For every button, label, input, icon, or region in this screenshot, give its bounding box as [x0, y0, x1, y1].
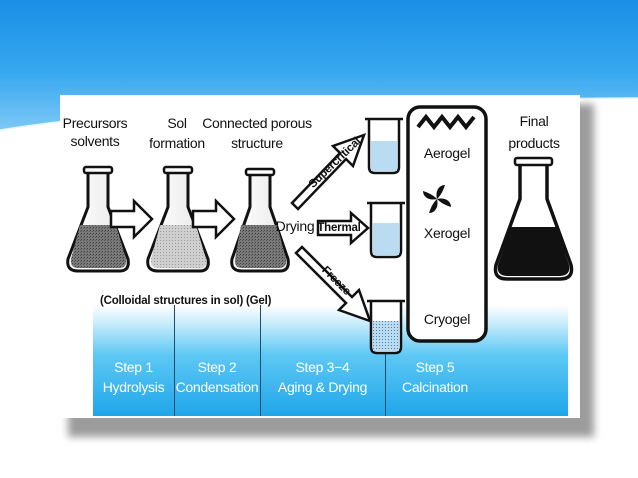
- flask-icon: [230, 167, 290, 273]
- arrow-icon: [109, 197, 154, 241]
- label-drying: Drying: [275, 218, 315, 234]
- step-title: Step 1: [114, 359, 153, 375]
- label-solvents: solvents: [70, 133, 120, 149]
- beaker-icon: [367, 201, 405, 259]
- step-name: Calcination: [402, 379, 468, 395]
- label-thermal: Thermal: [317, 222, 361, 234]
- calcination-furnace: [406, 105, 488, 343]
- thermal-arrow-icon: [316, 210, 370, 246]
- arrow-icon: [191, 197, 236, 241]
- label-colloidal: (Colloidal structures in sol): [100, 295, 244, 307]
- label-cryogel: Cryogel: [423, 311, 471, 327]
- step-2: Step 2 Condensation: [174, 357, 260, 397]
- step-divider: [260, 305, 261, 416]
- label-formation: formation: [149, 135, 205, 151]
- beaker-icon: [367, 299, 405, 355]
- step-divider: [174, 305, 175, 416]
- label-structure: structure: [231, 135, 283, 151]
- step-name: Condensation: [175, 379, 259, 395]
- label-products: products: [508, 135, 560, 151]
- step-name: Aging & Drying: [277, 379, 368, 395]
- step-title: Step 2: [197, 359, 237, 375]
- sol-gel-process-diagram: Precursors solvents Sol formation Connec…: [60, 95, 580, 418]
- step-name: Hydrolysis: [102, 379, 165, 395]
- steps-panel: [93, 305, 568, 416]
- label-sol: Sol: [167, 115, 187, 131]
- supercritical-arrow-icon: [290, 132, 367, 211]
- diagram-graphics: [66, 105, 574, 355]
- label-connected-porous: Connected porous: [202, 115, 312, 131]
- label-aerogel: Aerogel: [423, 145, 471, 161]
- flask-icon: [146, 165, 210, 273]
- step-1: Step 1 Hydrolysis: [93, 357, 174, 397]
- flask-icon: [493, 156, 574, 281]
- step-title: Step 5: [415, 359, 455, 375]
- step-divider: [385, 305, 386, 416]
- label-final: Final: [519, 113, 549, 129]
- label-xerogel: Xerogel: [423, 225, 471, 241]
- freeze-arrow-icon: [294, 245, 373, 324]
- label-precursors: Precursors: [62, 115, 128, 131]
- step-title: Step 3−4: [295, 359, 350, 375]
- step-3-4: Step 3−4 Aging & Drying: [260, 357, 385, 397]
- step-5: Step 5 Calcination: [385, 357, 485, 397]
- flask-icon: [66, 165, 130, 273]
- zigzag-icon: [416, 113, 476, 131]
- beaker-icon: [365, 117, 403, 175]
- label-gel: (Gel): [246, 295, 272, 307]
- fan-icon: [423, 185, 451, 213]
